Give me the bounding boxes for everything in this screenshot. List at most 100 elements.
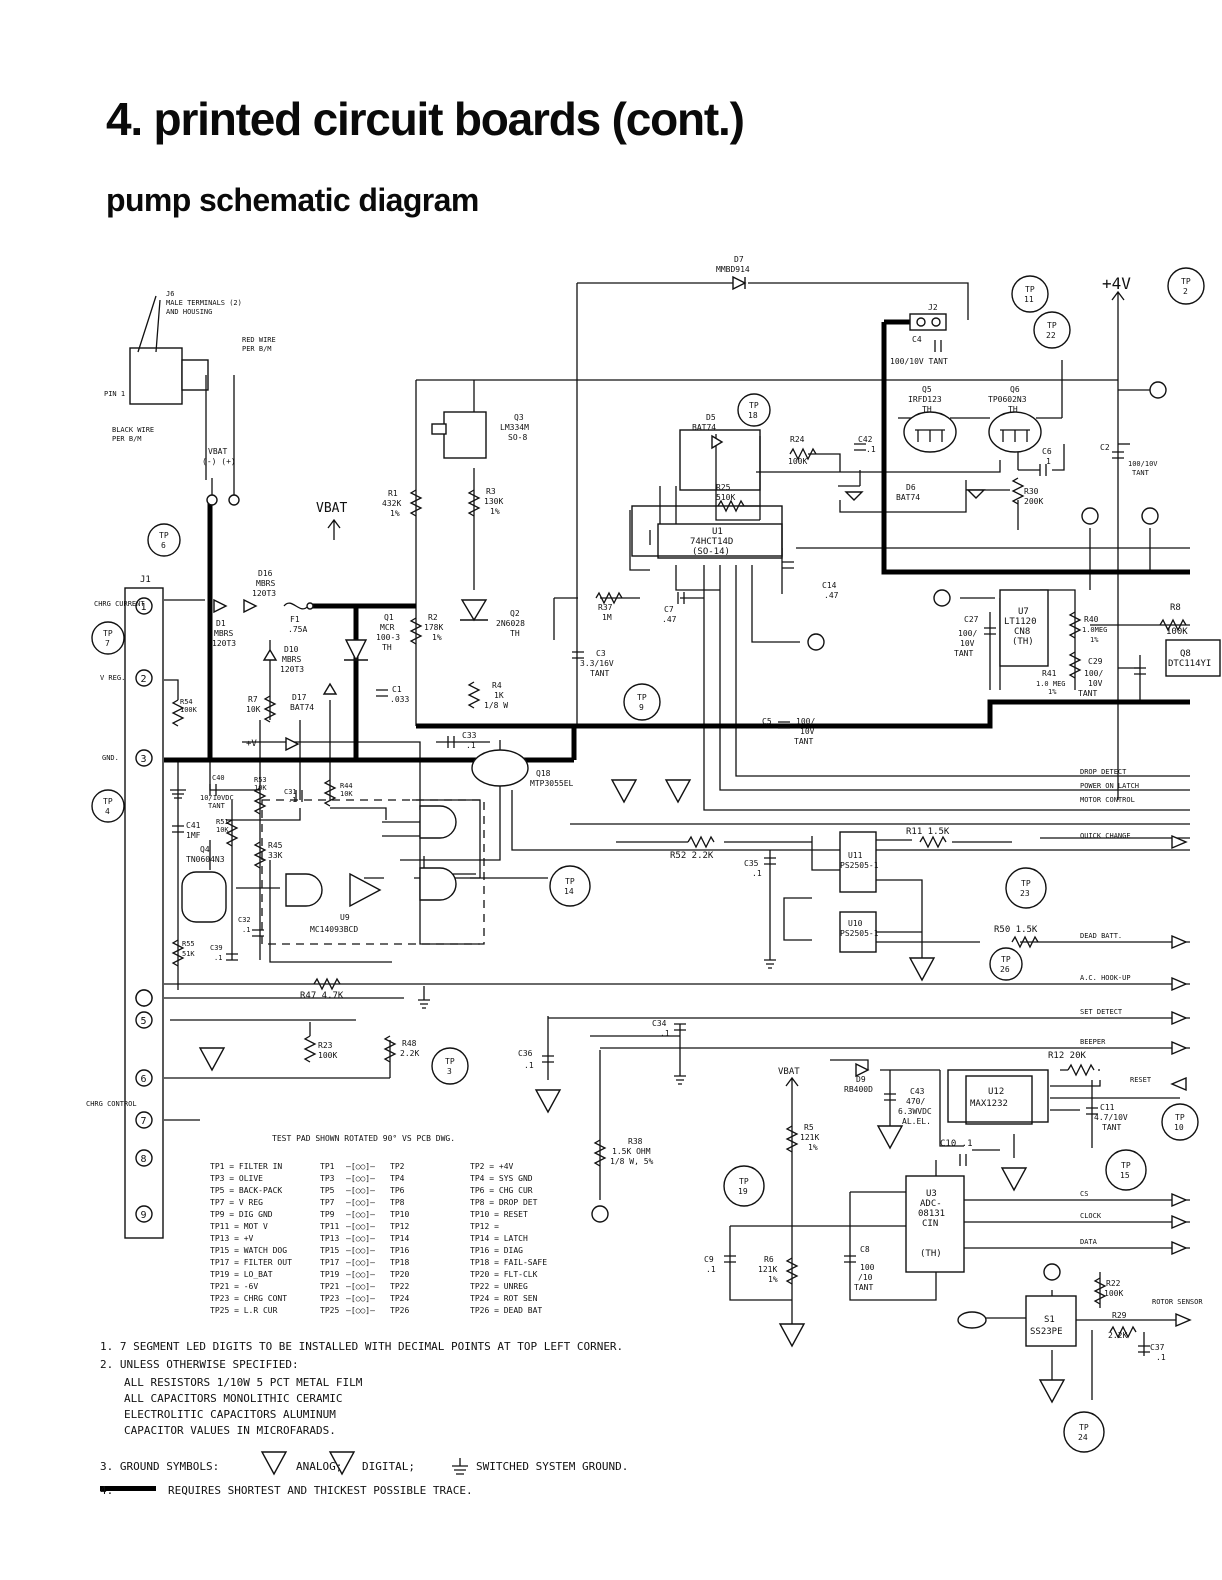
q2-put bbox=[460, 599, 488, 622]
r52-label: R52 2.2K bbox=[670, 851, 714, 861]
d16-d1-diodes bbox=[213, 598, 258, 614]
c40-capacitor bbox=[209, 784, 217, 796]
q1-part-b: 100-3 bbox=[376, 633, 400, 642]
s1-part: SS23PE bbox=[1030, 1327, 1063, 1337]
test-pad-cell: TP21 = -6V bbox=[210, 1282, 259, 1291]
chrg-current-label: CHRG CURRENT bbox=[94, 600, 145, 608]
r8-value: 100K bbox=[1166, 627, 1188, 637]
signal-set-detect: SET DETECT bbox=[1080, 1008, 1123, 1016]
r41-value: 1.0 MEG bbox=[1036, 680, 1066, 688]
test-pad-symbol: —[○○]— bbox=[346, 1294, 375, 1303]
test-pad-cell: TP14 = LATCH bbox=[470, 1234, 528, 1243]
r3-resistor bbox=[467, 489, 481, 517]
note-symbols bbox=[100, 1451, 468, 1491]
r11-label: R11 1.5K bbox=[906, 827, 950, 837]
test-point-tp2 bbox=[1167, 267, 1205, 305]
test-point-tp3 bbox=[431, 1047, 469, 1085]
c2-label: C2 bbox=[1100, 443, 1110, 452]
c2-value: 100/10V bbox=[1128, 460, 1158, 468]
test-point-label: 7 bbox=[105, 639, 110, 648]
r1-label: R1 bbox=[388, 489, 398, 498]
u7-part: LT1120 bbox=[1004, 617, 1037, 627]
signal-arrow bbox=[1171, 1040, 1188, 1056]
test-pad-cell: TP12 = bbox=[470, 1222, 499, 1231]
r23-resistor bbox=[303, 1035, 317, 1063]
j1-pin-8 bbox=[135, 1149, 153, 1167]
u7-label: U7 bbox=[1018, 607, 1029, 617]
note-4: 4. bbox=[100, 1484, 114, 1497]
test-pad-cell: TP8 = DROP DET bbox=[470, 1198, 538, 1207]
net-reference-circle bbox=[807, 633, 825, 651]
c37-value: .1 bbox=[1156, 1353, 1166, 1362]
c10-label: C10 .1 bbox=[940, 1139, 973, 1149]
j1-connector bbox=[124, 587, 164, 1239]
rail-4v-label: +4V bbox=[1102, 274, 1131, 293]
test-pad-cell: TP26 bbox=[390, 1306, 410, 1315]
test-point-tp14 bbox=[549, 865, 591, 907]
q1-label: Q1 bbox=[384, 613, 394, 622]
c37-capacitor bbox=[1138, 1345, 1150, 1353]
r3-tolerance: 1% bbox=[490, 507, 500, 516]
digital-ground-symbol bbox=[198, 1047, 226, 1072]
d6-diode-b bbox=[966, 489, 986, 499]
digital-ground-symbol bbox=[1000, 1167, 1028, 1192]
j6-desc-2: AND HOUSING bbox=[166, 308, 212, 316]
r22-label: R22 bbox=[1106, 1279, 1121, 1288]
test-pad-cell: TP11 bbox=[320, 1222, 340, 1231]
c5-value: 100/ bbox=[796, 717, 815, 726]
r51-resistor bbox=[225, 819, 239, 847]
c33-value: .1 bbox=[466, 741, 476, 750]
r54-value: 100K bbox=[180, 706, 198, 714]
signal-labels: DROP DETECT POWER ON LATCH MOTOR CONTROL… bbox=[1080, 768, 1203, 1306]
c6-value: 1 bbox=[1046, 457, 1051, 466]
test-point-label: TP bbox=[1181, 277, 1191, 286]
test-pad-cell: TP1 = FILTER IN bbox=[210, 1162, 283, 1171]
test-point-label: TP bbox=[1175, 1113, 1185, 1122]
component-labels: +4V VBAT VBAT +V D7 MMBD914 J6 MALE TERM… bbox=[104, 255, 1211, 1362]
u3-adc bbox=[905, 1175, 965, 1273]
u9-gate-a bbox=[285, 873, 323, 907]
c27-value: 100/ bbox=[958, 629, 977, 638]
r7-value: 10K bbox=[246, 705, 261, 714]
r48-label: R48 bbox=[402, 1039, 417, 1048]
r30-value: 200K bbox=[1024, 497, 1043, 506]
c33-capacitor bbox=[447, 736, 455, 748]
u9-gate-c bbox=[419, 805, 457, 839]
test-pad-symbol: —[○○]— bbox=[346, 1222, 375, 1231]
vbat-arrow bbox=[327, 518, 341, 540]
c40-type: TANT bbox=[208, 802, 226, 810]
r55-label: R55 bbox=[182, 940, 195, 948]
r51-value: 10K bbox=[216, 826, 229, 834]
magnet-symbol bbox=[957, 1311, 987, 1329]
r7-resistor bbox=[263, 695, 277, 723]
f1-terminal bbox=[306, 602, 314, 610]
c32-capacitor bbox=[252, 929, 264, 937]
r44-resistor bbox=[323, 779, 337, 807]
test-pad-cell: TP5 bbox=[320, 1186, 335, 1195]
test-pad-cell: TP11 = MOT V bbox=[210, 1222, 268, 1231]
r5-label: R5 bbox=[804, 1123, 814, 1132]
q8-part: DTC114YI bbox=[1168, 659, 1211, 669]
r30-label: R30 bbox=[1024, 487, 1039, 496]
r5-resistor bbox=[785, 1125, 799, 1153]
test-pad-cell: TP17 bbox=[320, 1258, 340, 1267]
r7-label: R7 bbox=[248, 695, 258, 704]
test-pad-cell: TP23 bbox=[320, 1294, 340, 1303]
d10-diode bbox=[262, 648, 278, 661]
c32-value: .1 bbox=[242, 926, 250, 934]
j6-housing-tab bbox=[181, 359, 209, 391]
r41-label: R41 bbox=[1042, 669, 1057, 678]
c8-label: C8 bbox=[860, 1245, 870, 1254]
q4-part: TN0604N3 bbox=[186, 855, 225, 864]
r48-value: 2.2K bbox=[400, 1049, 419, 1058]
test-pad-cell: TP3 = OLIVE bbox=[210, 1174, 263, 1183]
test-pad-cell: TP7 bbox=[320, 1198, 335, 1207]
c33-label: C33 bbox=[462, 731, 477, 740]
d5-label: D5 bbox=[706, 413, 716, 422]
c39-capacitor bbox=[226, 953, 238, 961]
test-pad-cell: TP3 bbox=[320, 1174, 335, 1183]
test-point-group: TP11TP2TP22TP18TP6TP7TP4TP9TP14TP23TP26T… bbox=[91, 267, 1205, 1453]
test-pad-symbol: —[○○]— bbox=[346, 1306, 375, 1315]
net-reference-circle bbox=[933, 589, 951, 607]
